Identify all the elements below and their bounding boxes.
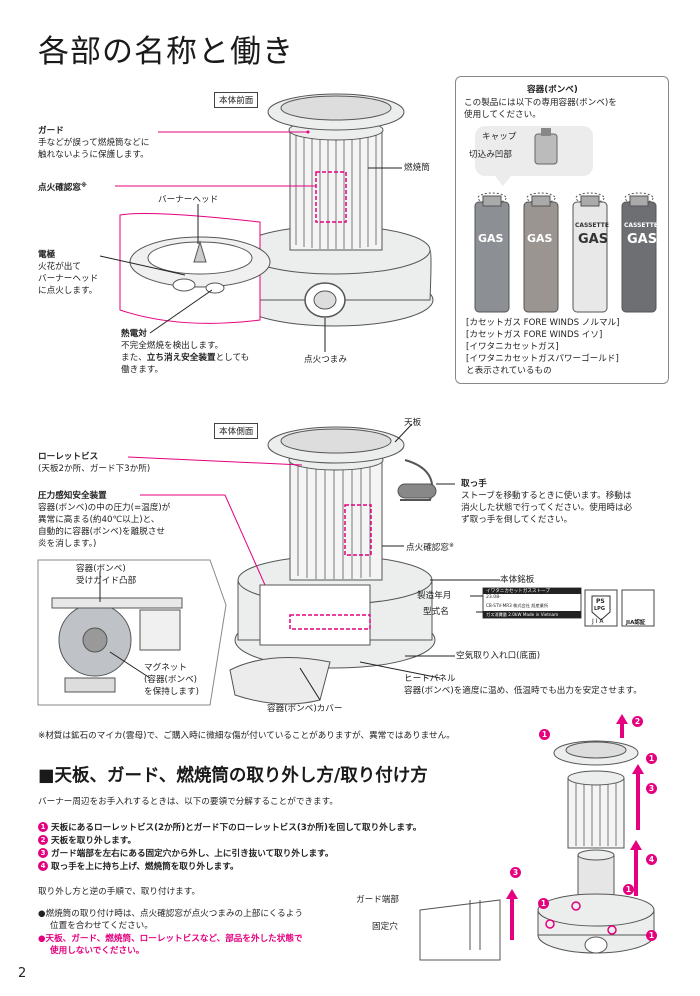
handle-desc-1: ストーブを移動するときに使います。移動は bbox=[461, 491, 632, 501]
exploded-illustration bbox=[419, 714, 655, 961]
ignition-knob-label: 点火つまみ bbox=[304, 355, 347, 365]
can-3-text: GAS bbox=[578, 232, 609, 247]
page-title: 各部の名称と働き bbox=[38, 34, 294, 70]
badge-1c: 1 bbox=[623, 884, 634, 895]
can-4-text-top: CASSETTE bbox=[624, 222, 658, 229]
jia-text: J I A bbox=[592, 618, 604, 625]
heat-panel-desc: 容器(ボンベ)を適度に温め、低温時でも出力を安定させます。 bbox=[404, 686, 642, 696]
badge-3a: 3 bbox=[646, 783, 657, 794]
canister-cover-label: 容器(ボンベ)カバー bbox=[267, 704, 343, 714]
canister-line-1: [カセットガス FORE WINDS ノルマル] bbox=[466, 318, 620, 328]
combustion-tube-label: 燃焼筒 bbox=[404, 163, 430, 173]
fix-hole-label: 固定穴 bbox=[372, 922, 398, 932]
badge-1e: 1 bbox=[646, 930, 657, 941]
handle-title: 取っ手 bbox=[461, 479, 487, 489]
mica-note: ※材質は鉱石のマイカ(雲母)で、ご購入時に微細な傷が付いていることがありますが、… bbox=[38, 731, 455, 741]
bullet-1a: ●燃焼筒の取り付け時は、点火確認窓が点火つまみの上部にくるよう bbox=[38, 909, 303, 919]
canister-line-2: [カセットガス FORE WINDS イソ] bbox=[466, 330, 603, 340]
guide-label-1: 容器(ボンベ) bbox=[76, 564, 126, 574]
notch-label: 切込み凹部 bbox=[469, 150, 512, 160]
magnet-label-3: を保持します) bbox=[144, 687, 199, 697]
canister-desc-2: 使用してください。 bbox=[464, 110, 541, 120]
side-view-label: 本体側面 bbox=[214, 423, 259, 439]
electrode-desc-1: 火花が出て bbox=[38, 262, 81, 272]
thermocouple-desc-1: 不完全燃焼を検出します。 bbox=[121, 341, 224, 351]
pressure-device-title: 圧力感知安全装置 bbox=[38, 491, 107, 501]
pressure-device-desc-3: 自動的に容器(ボンベ)を離脱させ bbox=[38, 527, 166, 537]
ps-mark: PS bbox=[596, 598, 605, 605]
page-number: 2 bbox=[18, 966, 27, 981]
guard-end-label: ガード端部 bbox=[356, 895, 399, 905]
top-plate-label: 天板 bbox=[404, 418, 422, 428]
burner-head-label: バーナーヘッド bbox=[158, 195, 219, 205]
canister-desc-1: この製品には以下の専用容器(ボンベ)を bbox=[464, 98, 617, 108]
can-3-text-top: CASSETTE bbox=[575, 222, 609, 229]
ignition-window-label: 点火確認窓※ bbox=[38, 182, 87, 193]
thermocouple-desc-3: 働きます。 bbox=[121, 365, 164, 375]
canister-title: 容器(ボンベ) bbox=[527, 85, 578, 95]
magnet-label-2: (容器(ボンベ) bbox=[144, 675, 198, 685]
mfg-date-label: 製造年月 bbox=[417, 591, 452, 601]
badge-1a: 1 bbox=[539, 729, 550, 740]
front-illustration bbox=[99, 93, 434, 352]
badge-3b: 3 bbox=[510, 867, 521, 878]
air-intake-label: 空気取り入れ口(底面) bbox=[456, 651, 541, 661]
side-ignition-window-label: 点火確認窓※ bbox=[406, 542, 455, 553]
badge-4: 4 bbox=[646, 854, 657, 865]
nameplate-line-4: ガス消費量 2.0kW Made in Vietnam bbox=[486, 612, 559, 617]
nameplate-line-1: イワタニカセットガスストーブ bbox=[486, 589, 551, 594]
knurled-screw-desc: (天板2か所、ガード下3か所) bbox=[38, 464, 151, 474]
can-4-text: GAS bbox=[627, 232, 658, 247]
jia-cert-text: JIA認証 bbox=[626, 620, 646, 626]
nameplate-label: 本体銘板 bbox=[500, 575, 535, 585]
thermocouple-title: 熱電対 bbox=[121, 329, 147, 339]
electrode-desc-2: バーナーヘッド bbox=[38, 274, 99, 284]
canister-line-3: [イワタニカセットガス] bbox=[466, 342, 559, 352]
knurled-screw-title: ローレットビス bbox=[38, 452, 99, 462]
handle-desc-3: ず取っ手を倒してください。 bbox=[461, 515, 573, 525]
can-2-text: GAS bbox=[527, 232, 553, 245]
nameplate-line-3: CB-STV-MR3 株式会社 旭産業所 bbox=[486, 603, 549, 608]
front-view-label: 本体前面 bbox=[214, 92, 259, 108]
canister-illustration bbox=[474, 126, 657, 313]
nameplate-line-2: 23.08- bbox=[486, 595, 501, 600]
bullet-1b: 位置を合わせてください。 bbox=[50, 921, 153, 931]
can-1-text: GAS bbox=[478, 232, 504, 245]
badge-1b: 1 bbox=[646, 753, 657, 764]
guard-title: ガード bbox=[38, 126, 64, 136]
model-name-label: 型式名 bbox=[423, 607, 449, 617]
canister-line-5: と表示されているもの bbox=[466, 366, 552, 376]
badge-1d: 1 bbox=[538, 898, 549, 909]
cap-label: キャップ bbox=[482, 132, 517, 142]
guard-desc-1: 手などが誤って燃焼筒などに bbox=[38, 138, 150, 148]
pressure-device-desc-4: 炎を消します。) bbox=[38, 539, 97, 549]
electrode-desc-3: に点火します。 bbox=[38, 286, 98, 296]
badge-2: 2 bbox=[632, 716, 643, 727]
lpg-mark: LPG bbox=[594, 606, 605, 612]
electrode-title: 電極 bbox=[38, 250, 56, 260]
thermocouple-desc-2: また、立ち消え安全装置としても bbox=[121, 353, 250, 363]
handle-desc-2: 消火した状態で行ってください。使用時は必 bbox=[461, 503, 633, 513]
pressure-device-desc-1: 容器(ボンベ)の中の圧力(=温度)が bbox=[38, 503, 171, 513]
removal-intro: バーナー周辺をお手入れするときは、以下の要領で分解することができます。 bbox=[38, 797, 338, 807]
pressure-device-desc-2: 異常に高まる(約40℃以上)と、 bbox=[38, 515, 160, 525]
reverse-note: 取り外し方と逆の手順で、取り付けます。 bbox=[38, 887, 201, 897]
canister-line-4: [イワタニカセットガスパワーゴールド] bbox=[466, 354, 619, 364]
removal-heading: ■天板、ガード、燃焼筒の取り外し方/取り付け方 bbox=[38, 766, 428, 786]
side-illustration bbox=[37, 423, 655, 706]
warning-1b: 使用しないでください。 bbox=[50, 946, 145, 956]
warning-1a: ●天板、ガード、燃焼筒、ローレットビスなど、部品を外した状態で bbox=[38, 934, 303, 944]
guard-desc-2: 触れないように保護します。 bbox=[38, 150, 149, 160]
heat-panel-title: ヒートパネル bbox=[404, 674, 456, 684]
magnet-label-1: マグネット bbox=[144, 663, 187, 673]
guide-label-2: 受けガイド凸部 bbox=[76, 576, 137, 586]
